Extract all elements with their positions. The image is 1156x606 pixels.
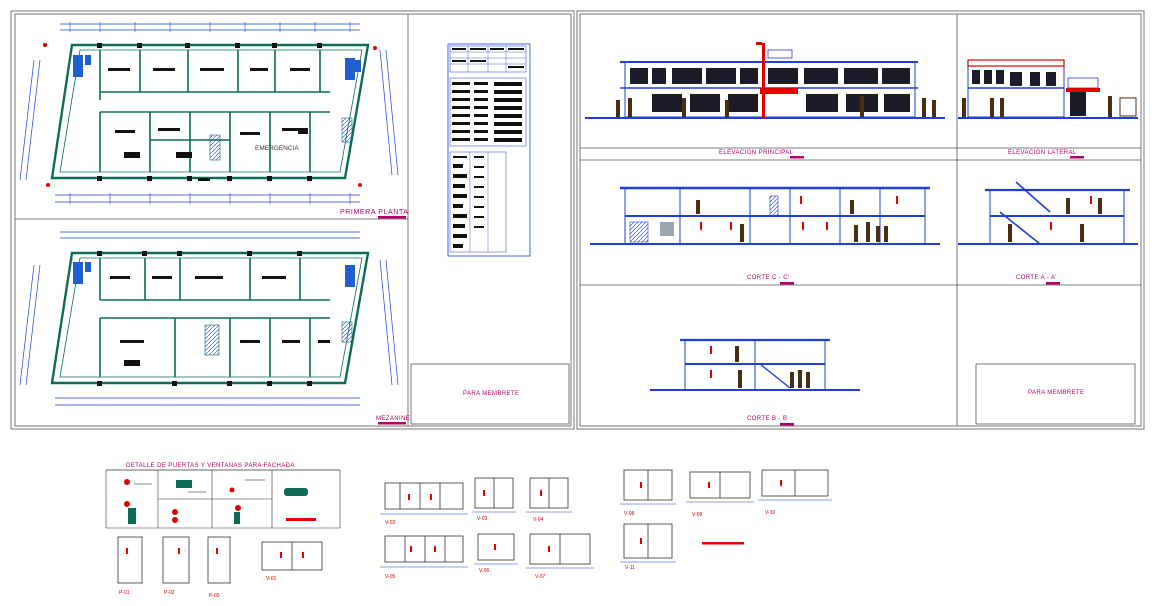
left-sheet-frame (10, 10, 575, 430)
window-tag-10: V-10 (765, 510, 776, 516)
view-title-corte-b: CORTE B - B' (747, 416, 789, 422)
emergency-label: EMERGENCIA (255, 145, 299, 152)
right-sheet-frame (576, 10, 1145, 430)
floor-plan-primera: EMERGENCIA PRIMERA PLANTA (19, 22, 409, 219)
view-title-elev-lateral: ELEVACION LATERAL (1008, 150, 1077, 156)
plan-title-mezanine: MEZANINE (376, 416, 410, 422)
window-tag-4: V-04 (533, 517, 544, 523)
door-detail-panel: DETALLE DE PUERTAS Y VENTANAS PARA FACHA… (105, 463, 341, 529)
window-details (384, 469, 829, 565)
title-block-left: PARA MEMBRETE (410, 363, 570, 425)
elevation-side: ELEVACION LATERAL (958, 59, 1138, 159)
view-title-corte-c: CORTE C - C' (747, 275, 790, 281)
floor-plan-mezanine: MEZANINE (19, 231, 410, 425)
window-tag-8: V-08 (624, 511, 635, 517)
title-block-right: PARA MEMBRETE (975, 363, 1136, 425)
elevation-main: ELEVACION PRINCIPAL (585, 42, 945, 159)
view-title-corte-a: CORTE A - A' (1016, 275, 1057, 281)
window-tag-11: V-11 (625, 565, 635, 571)
window-tag-3: V-03 (477, 516, 488, 522)
plan-title-primera: PRIMERA PLANTA (340, 209, 409, 216)
section-a-a: CORTE A - A' (958, 181, 1138, 285)
door-tag-3: P-03 (209, 593, 220, 599)
window-tag-6: V-06 (479, 568, 490, 574)
title-block-right-label: PARA MEMBRETE (1028, 390, 1084, 396)
door-tag-1: P-01 (119, 590, 130, 596)
window-tag-2: V-02 (385, 520, 396, 526)
legend-table (447, 43, 531, 257)
window-tag-9: V-09 (692, 512, 703, 518)
door-elevations (117, 536, 323, 584)
window-tag-1: V-01 (266, 576, 277, 582)
details-title: DETALLE DE PUERTAS Y VENTANAS PARA FACHA… (126, 463, 295, 469)
door-tag-2: P-02 (164, 590, 175, 596)
section-c-c: CORTE C - C' (590, 186, 940, 285)
window-tag-7: V-07 (535, 574, 546, 580)
window-tag-5: V-05 (385, 574, 396, 580)
view-title-elev-principal: ELEVACION PRINCIPAL (719, 150, 794, 156)
title-block-left-label: PARA MEMBRETE (463, 391, 519, 397)
section-b-b: CORTE B - B' (650, 338, 860, 426)
